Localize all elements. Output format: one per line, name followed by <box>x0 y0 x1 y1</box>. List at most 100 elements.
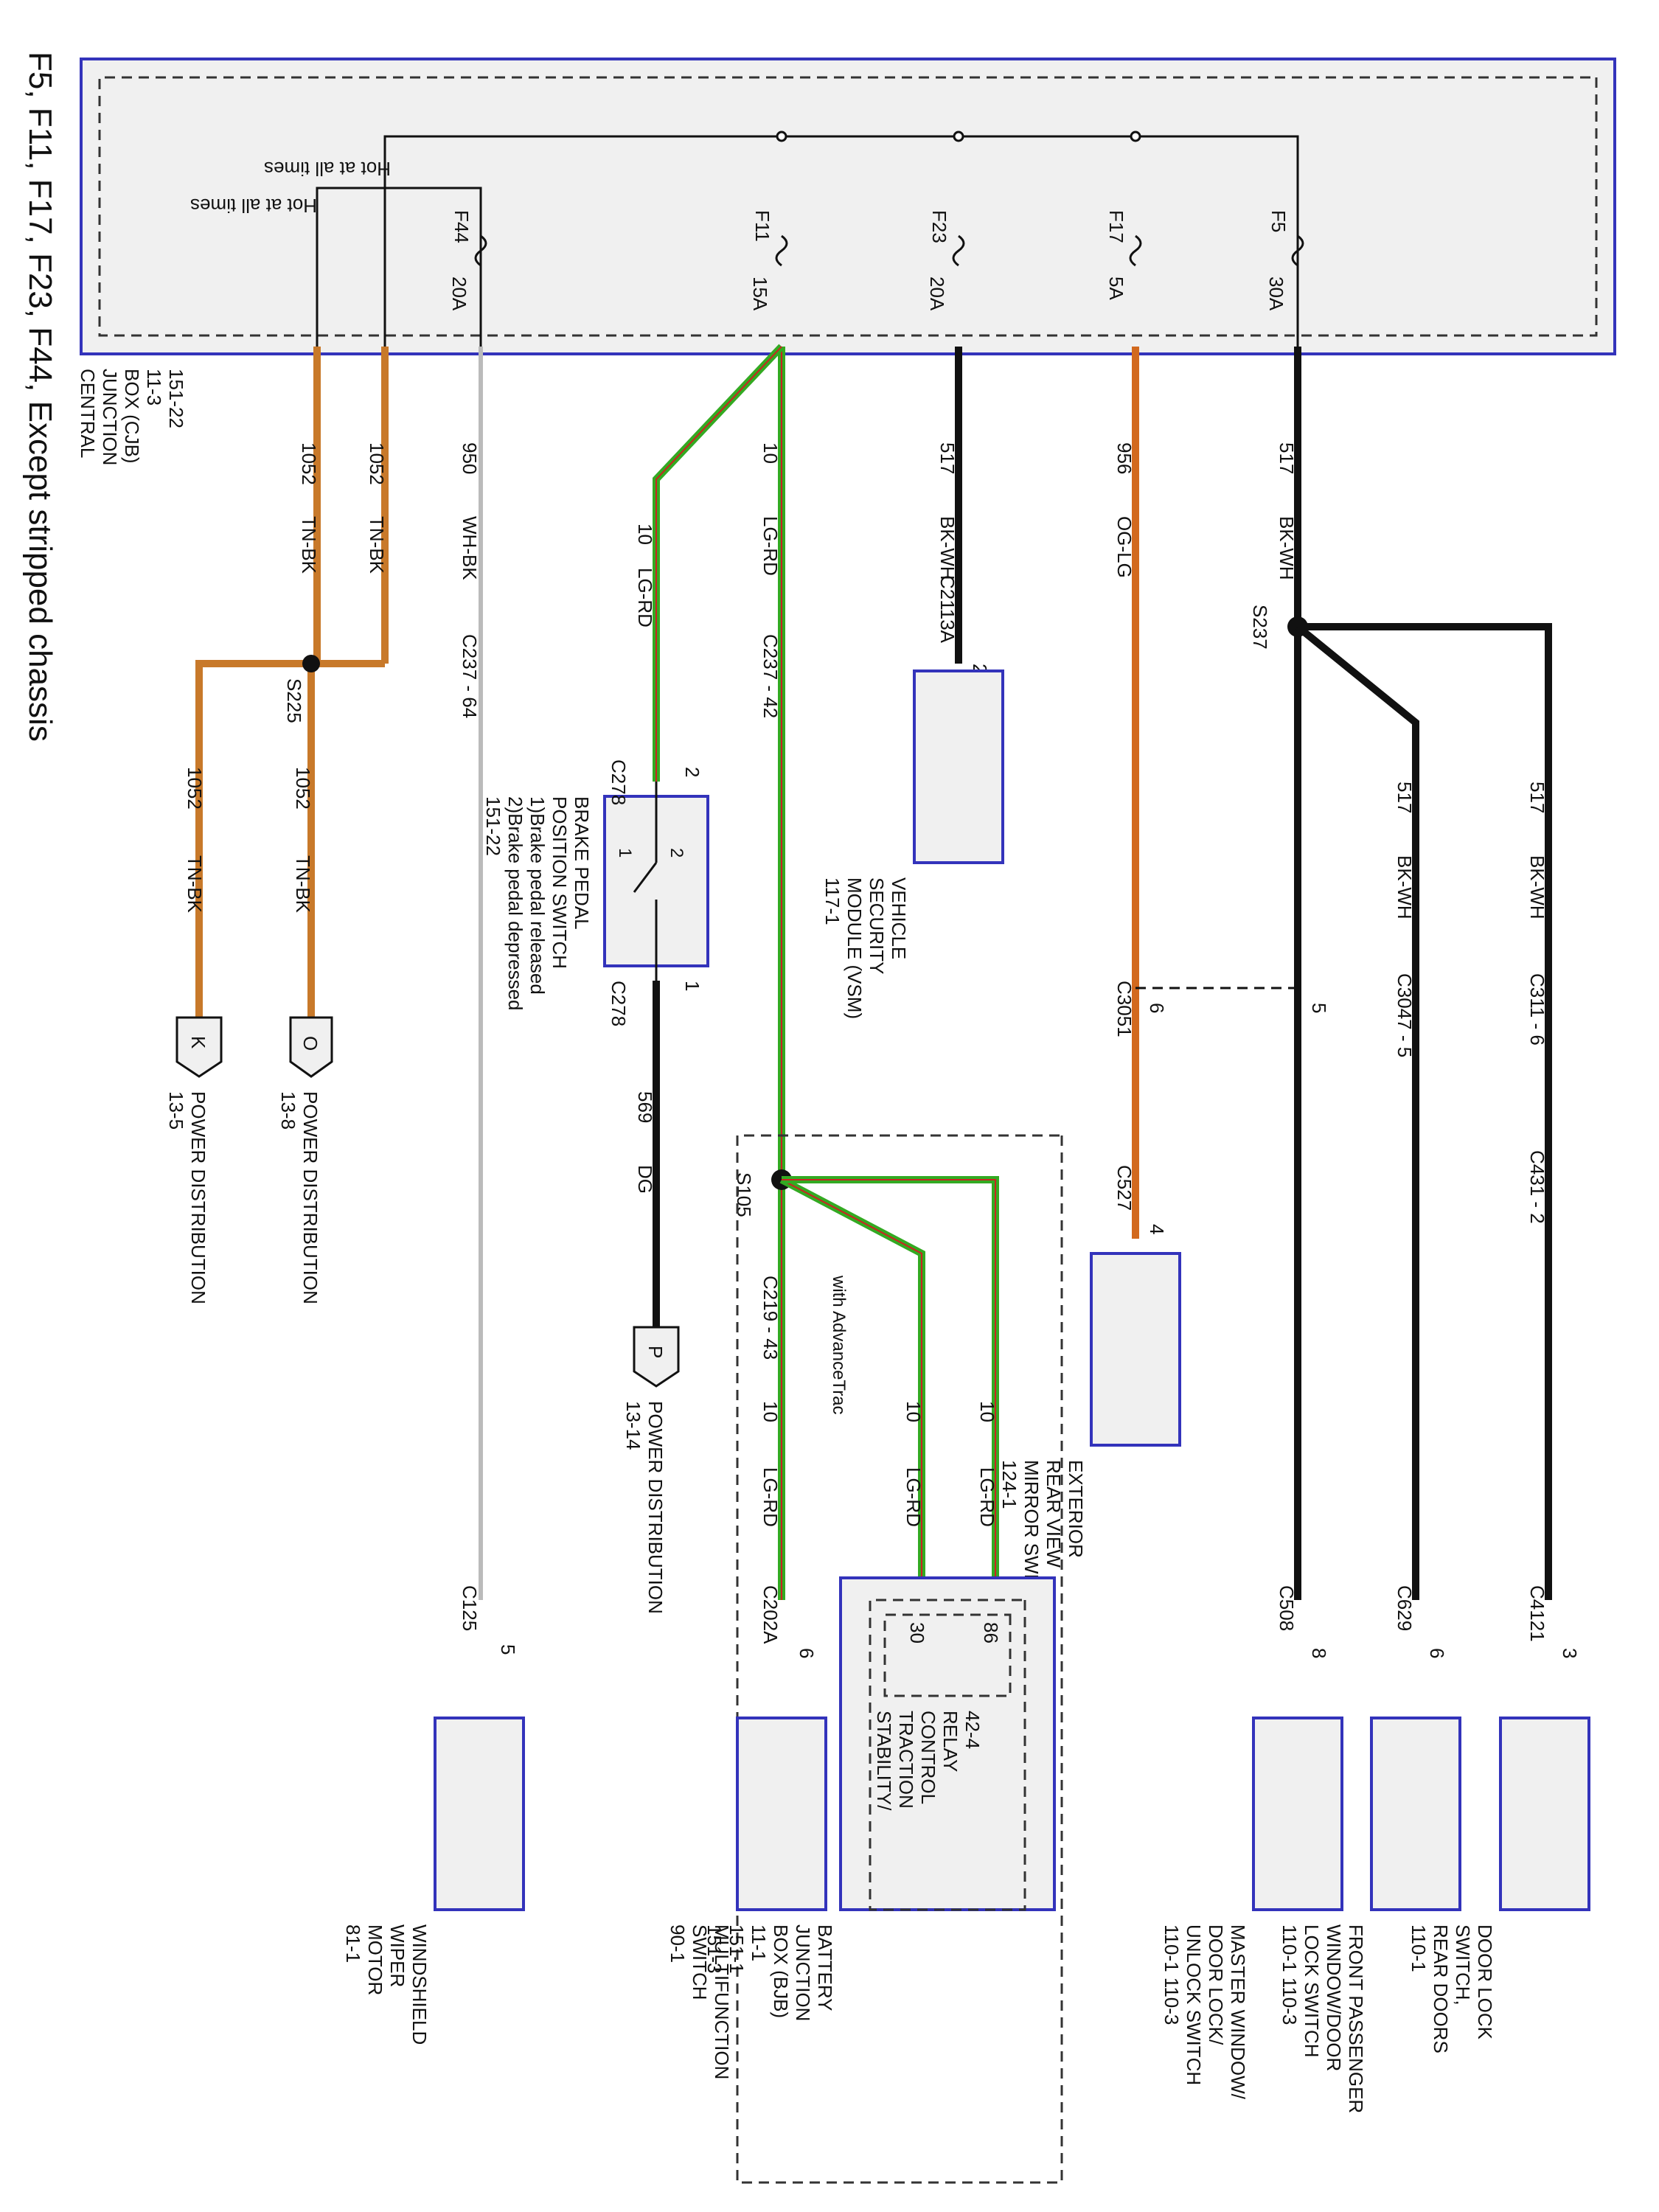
fuse-f17-id: F17 <box>1105 210 1127 243</box>
fuse-f44-rating: 20A <box>448 276 470 311</box>
hot-at-all-times-1: Hot at all times <box>264 158 391 180</box>
power-ref-p-flag <box>633 1326 680 1388</box>
wire-517-d-circuit: 517 <box>1526 782 1548 813</box>
fuse-f44-id: F44 <box>451 210 473 243</box>
cjb-inner-dashed <box>98 76 1598 337</box>
advancetrac-label: with AdvanceTrac <box>829 1275 849 1415</box>
multifunction-switch-box <box>736 1717 827 1911</box>
wire-950-circuit: 950 <box>459 442 481 474</box>
relay-pin-30: 30 <box>906 1622 928 1644</box>
fuse-f23-rating: 20A <box>926 276 948 311</box>
wire-10-d-circuit: 10 <box>976 1401 998 1422</box>
hot-at-all-times-2: Hot at all times <box>190 195 317 217</box>
bjb-label: BATTERY JUNCTION BOX (BJB) 11-1 151-1 15… <box>703 1924 836 2027</box>
door-lock-rear-switch-box <box>1499 1717 1590 1911</box>
brake-switch-pos1: 1 <box>615 848 635 858</box>
wire-10-to-relay-86-tracer <box>782 1179 996 1578</box>
wire-950-group: 950 WH-BK C237 - 64 C125 5 <box>459 347 519 1655</box>
conn-c311: C311 - 6 <box>1526 973 1548 1046</box>
advancetrac-region <box>736 1134 1063 2184</box>
wire-517-a-color: BK-WH <box>936 516 959 580</box>
wire-517-rear-doors <box>1298 623 1552 1600</box>
wire-517-b-color: BK-WH <box>1276 516 1298 580</box>
front-passenger-switch-box <box>1370 1717 1461 1911</box>
wire-10-b-circuit: 10 <box>634 524 656 545</box>
power-ref-k-flag <box>175 1016 223 1078</box>
conn-c4121-pin: 3 <box>1559 1648 1581 1658</box>
conn-c278-b-pin: 1 <box>681 981 703 991</box>
conn-c508-pin: 8 <box>1308 1648 1330 1658</box>
wire-10-c-circuit: 10 <box>902 1401 925 1422</box>
splice-s237-label: S237 <box>1249 605 1271 650</box>
door-lock-rear-switch-label: DOOR LOCK SWITCH, REAR DOORS 110-1 <box>1408 1924 1496 2059</box>
wire-10-a-circuit: 10 <box>759 442 782 464</box>
power-ref-p-label: POWER DISTRIBUTION 13-14 <box>622 1401 667 1619</box>
wiper-motor: WINDSHIELD WIPER MOTOR 81-1 <box>342 1717 525 2045</box>
conn-c4121: C4121 <box>1526 1585 1548 1642</box>
relay-pin-86: 86 <box>980 1622 1002 1644</box>
wire-10-to-relay-30-tracer <box>781 1179 922 1578</box>
wire-10-d-color: LG-RD <box>976 1467 998 1527</box>
conn-c125: C125 <box>459 1585 481 1631</box>
fuse-f11-rating: 15A <box>749 276 771 311</box>
wiper-motor-box <box>434 1717 525 1911</box>
vsm-label: VEHICLE SECURITY MODULE (VSM) 117-1 <box>821 877 910 1024</box>
central-junction-box: CENTRAL JUNCTION BOX (CJB) 11-3 151-22 H… <box>77 58 1616 471</box>
front-passenger-switch: FRONT PASSENGER WINDOW/DOOR LOCK SWITCH … <box>1279 1717 1461 2118</box>
multifunction-switch-label: MULTIFUNCTION SWITCH 90-1 <box>667 1924 733 2085</box>
conn-c202a: C202A <box>759 1585 782 1644</box>
wire-1052-c-color: TN-BK <box>184 855 206 914</box>
wire-569-color: DG <box>634 1165 656 1194</box>
fuse-f5-symbol <box>1291 234 1304 267</box>
wire-517-c-circuit: 517 <box>1394 782 1416 813</box>
cjb-f44-feed <box>316 187 482 347</box>
wire-1052-a-color: TN-BK <box>298 516 320 574</box>
power-ref-p: P POWER DISTRIBUTION 13-14 <box>622 1326 680 1619</box>
battery-junction-box: 30 86 STABILITY/ TRACTION CONTROL RELAY … <box>703 1576 1056 2027</box>
conn-c278-a: C278 <box>608 759 630 805</box>
front-passenger-switch-label: FRONT PASSENGER WINDOW/DOOR LOCK SWITCH … <box>1279 1924 1367 2118</box>
conn-c125-pin: 5 <box>497 1644 519 1655</box>
cjb-internal-bus <box>383 135 1299 347</box>
bjb-box <box>839 1576 1056 1911</box>
conn-c219-43: C219 - 43 <box>759 1276 782 1360</box>
diagram-title: F5, F11, F17, F23, F44, Except stripped … <box>22 52 58 742</box>
conn-c3051-pin-5: 5 <box>1308 1003 1330 1013</box>
relay-inner-dashed <box>883 1613 1012 1697</box>
power-ref-k: K POWER DISTRIBUTION 13-5 <box>165 1016 223 1310</box>
bus-node-f17 <box>1130 131 1141 142</box>
mirror-switch-box <box>1090 1252 1181 1447</box>
conn-c527: C527 <box>1113 1165 1135 1211</box>
power-ref-k-label: POWER DISTRIBUTION 13-5 <box>165 1091 209 1310</box>
wire-1052-a-circuit: 1052 <box>298 442 320 485</box>
wire-517-a-circuit: 517 <box>936 442 959 474</box>
wire-950-color: WH-BK <box>459 516 481 580</box>
wire-517-b-circuit: 517 <box>1276 442 1298 474</box>
wire-517-vsm-group: 517 BK-WH C2113A 24 VEHICLE SECURITY MOD… <box>821 347 1004 1024</box>
brake-switch-pos2: 2 <box>667 848 686 858</box>
conn-c278-b: C278 <box>608 981 630 1026</box>
wire-1052-b-color: TN-BK <box>366 516 388 574</box>
power-ref-k-letter: K <box>187 1036 209 1049</box>
power-ref-o: O POWER DISTRIBUTION 13-8 <box>277 1016 333 1304</box>
conn-c2113a: C2113A <box>936 575 959 644</box>
wire-10-e-color: LG-RD <box>759 1467 782 1527</box>
door-lock-rear-switch: DOOR LOCK SWITCH, REAR DOORS 110-1 <box>1408 1717 1590 2059</box>
master-window-switch-label: MASTER WINDOW/ DOOR LOCK/ UNLOCK SWITCH … <box>1161 1924 1249 2104</box>
brake-switch-blade <box>633 862 658 893</box>
wire-10-group: 10 LG-RD 10 LG-RD C237 - 42 S105 10 LG-R… <box>634 344 1063 2184</box>
conn-c629-pin: 6 <box>1426 1648 1448 1658</box>
wire-956-color: OG-LG <box>1113 516 1135 578</box>
wire-1052-d-circuit: 1052 <box>292 767 314 810</box>
power-ref-o-flag <box>289 1016 333 1078</box>
cjb-name: CENTRAL JUNCTION BOX (CJB) 11-3 151-22 <box>77 369 187 471</box>
cjb-outline <box>80 58 1616 355</box>
fuse-f44-symbol <box>474 234 487 267</box>
wire-10-to-relay-30 <box>779 1176 925 1578</box>
wire-569-circuit: 569 <box>634 1091 656 1123</box>
conn-c202a-pin: 6 <box>796 1648 818 1658</box>
master-window-switch: MASTER WINDOW/ DOOR LOCK/ UNLOCK SWITCH … <box>1161 1717 1343 2104</box>
wire-1052-group: S225 1052 TN-BK 1052 TN-BK 1052 TN-BK 10… <box>184 347 389 1018</box>
wire-1052-c-circuit: 1052 <box>184 767 206 810</box>
wire-517-door-group: S237 517 BK-WH 517 BK-WH 517 BK-WH C3047… <box>1249 347 1581 1658</box>
